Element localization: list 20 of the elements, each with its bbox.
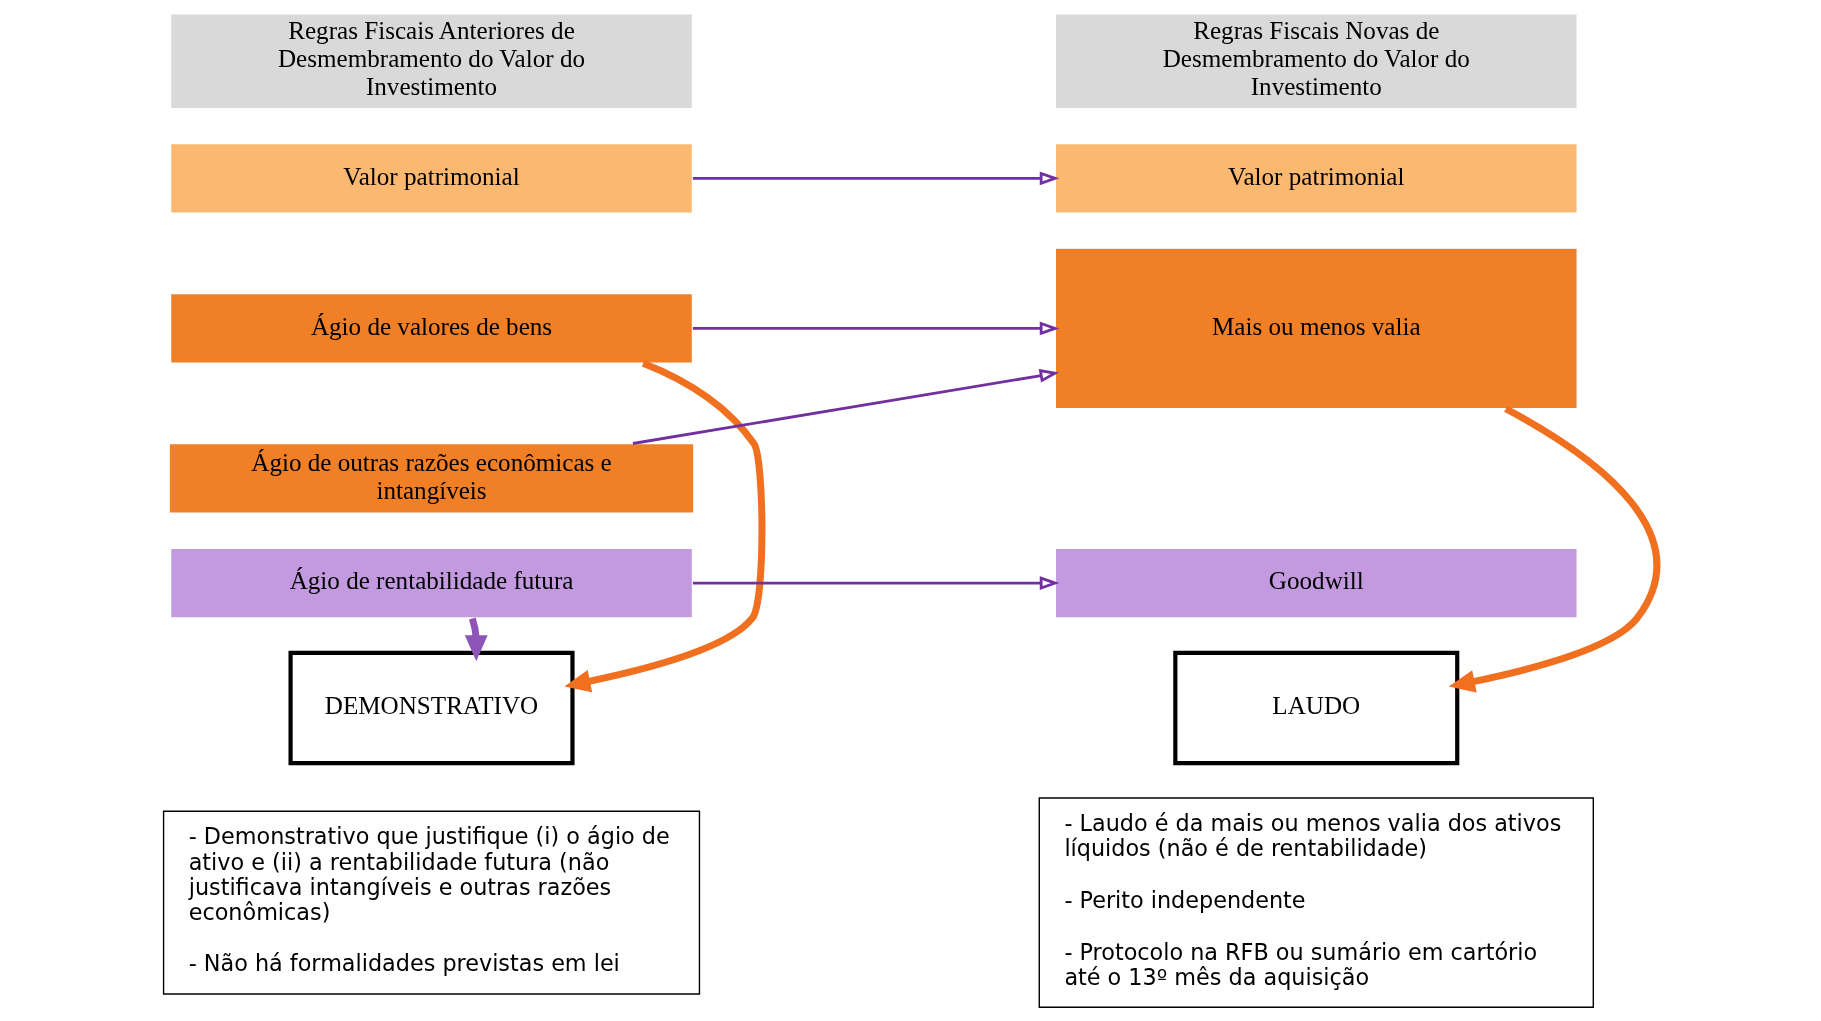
arrow xyxy=(692,576,1060,590)
node-box: Goodwill xyxy=(1054,547,1578,619)
node-box: Mais ou menos valia xyxy=(1054,247,1578,410)
node-box: Valor patrimonial xyxy=(1054,142,1578,214)
node-box: - Demonstrativo que justifique (i) o ágio de ativo e (ii) a rentabilidade futura (não justificava intangíveis e outras razões econômicas) - Não há formalidades previstas em lei xyxy=(162,810,701,995)
node-box: Regras Fiscais Anteriores de Desmembramento do Valor do Investimento xyxy=(169,13,694,110)
node-box: - Laudo é da mais ou menos valia dos ativos líquidos (não é de rentabilidade) - Perito independente - Protocolo na RFB ou sumário em cartório até o 13º mês da aquisição xyxy=(1038,797,1594,1008)
arrow xyxy=(564,360,766,693)
arrow xyxy=(692,321,1060,336)
node-box: DEMONSTRATIVO xyxy=(288,650,575,766)
node-box: Ágio de rentabilidade futura xyxy=(169,547,694,619)
arrow xyxy=(1448,405,1660,693)
arrow xyxy=(692,171,1060,186)
node-box: Ágio de valores de bens xyxy=(169,292,694,364)
arrow xyxy=(632,369,1060,445)
node-box: Regras Fiscais Novas de Desmembramento do Valor do Investimento xyxy=(1054,13,1578,110)
node-box: Valor patrimonial xyxy=(169,142,694,214)
node-box: LAUDO xyxy=(1173,650,1460,766)
arrow xyxy=(464,617,488,662)
node-box: Ágio de outras razões econômicas e intangíveis xyxy=(168,442,695,514)
